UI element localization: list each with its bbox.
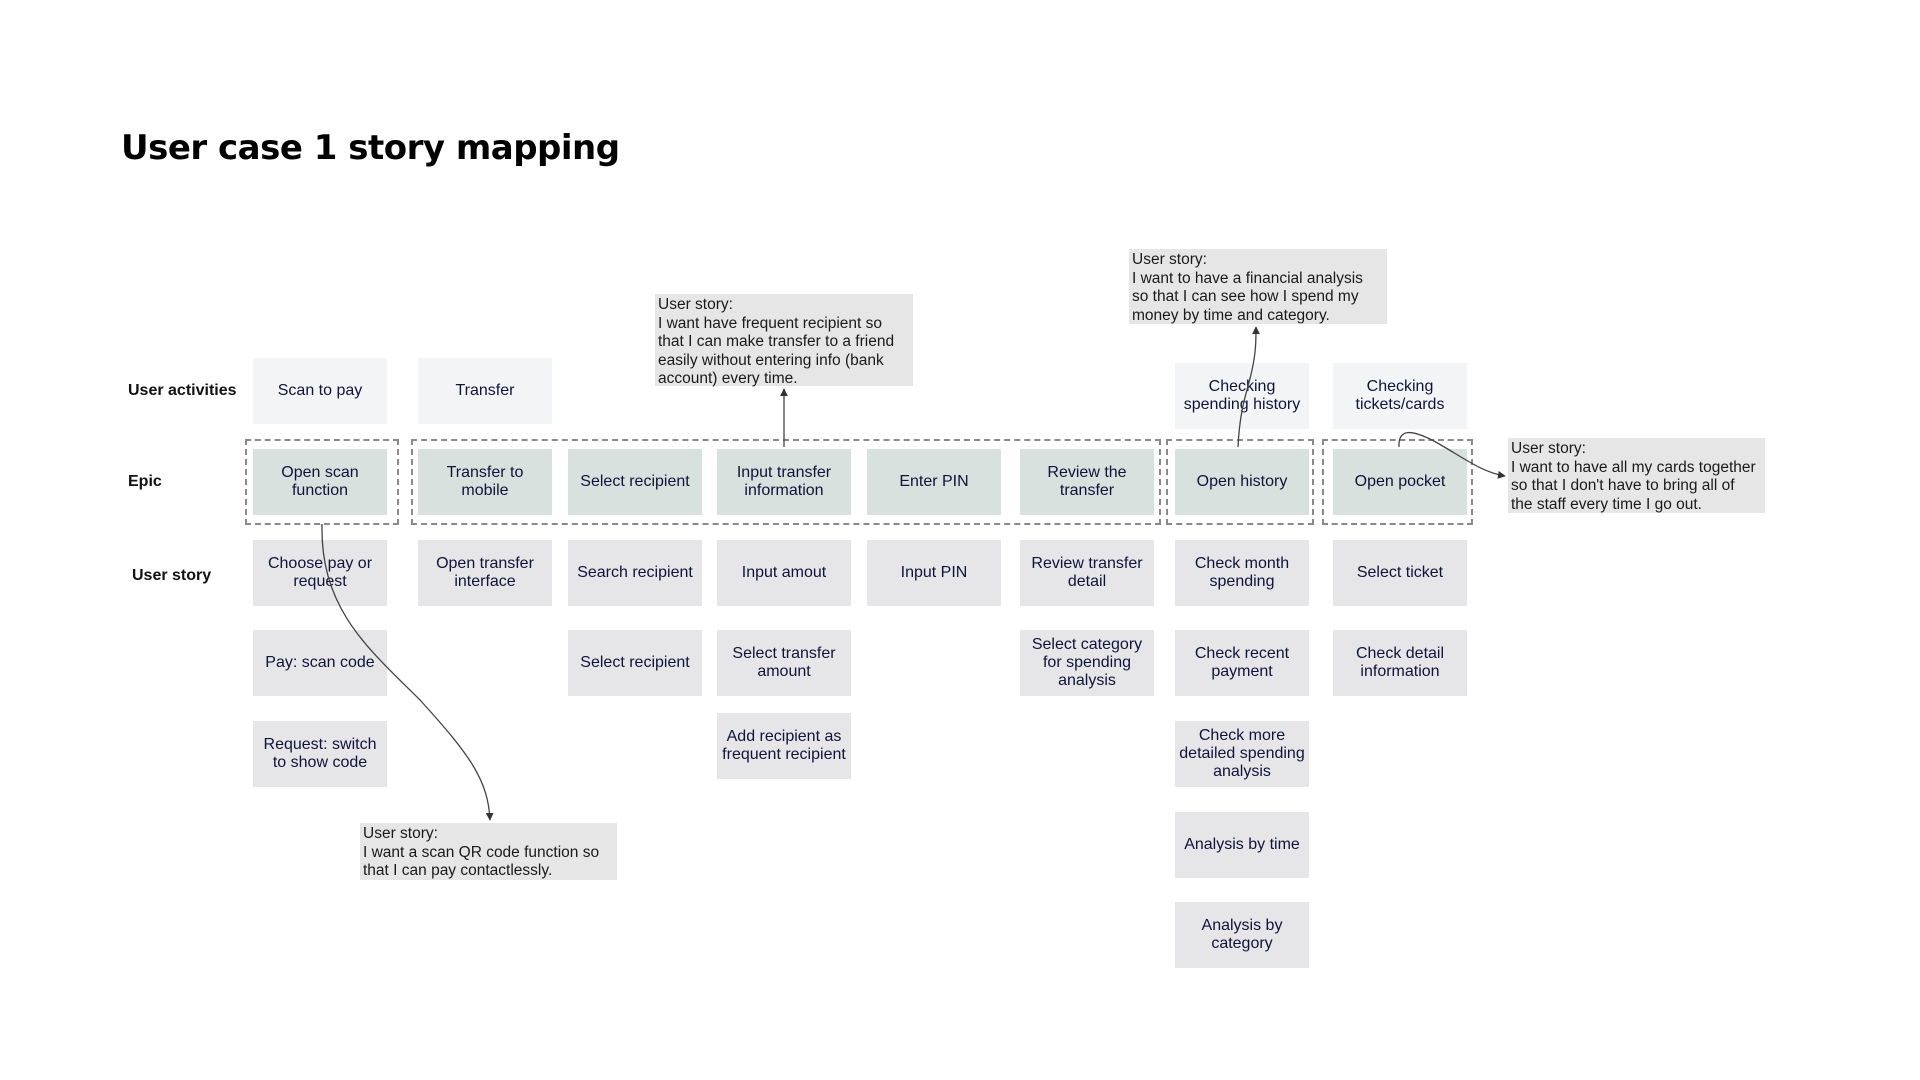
story-select-recipient[interactable]: Select recipient: [568, 630, 702, 696]
story-input-pin[interactable]: Input PIN: [867, 540, 1001, 606]
story-search-recipient[interactable]: Search recipient: [568, 540, 702, 606]
story-select-category[interactable]: Select category for spending analysis: [1020, 630, 1154, 696]
activity-checking-spending-history[interactable]: Checking spending history: [1175, 363, 1309, 429]
epic-transfer-to-mobile[interactable]: Transfer to mobile: [418, 449, 552, 515]
story-open-transfer-interface[interactable]: Open transfer interface: [418, 540, 552, 606]
story-select-ticket[interactable]: Select ticket: [1333, 540, 1467, 606]
epic-input-transfer-information[interactable]: Input transfer information: [717, 449, 851, 515]
story-check-detail-information[interactable]: Check detail information: [1333, 630, 1467, 696]
activity-checking-tickets-cards[interactable]: Checking tickets/cards: [1333, 363, 1467, 429]
row-label-epic: Epic: [128, 473, 162, 490]
note-scan-qr: User story: I want a scan QR code functi…: [360, 823, 617, 880]
epic-group-pocket: [1322, 439, 1473, 525]
story-select-transfer-amount[interactable]: Select transfer amount: [717, 630, 851, 696]
story-review-transfer-detail[interactable]: Review transfer detail: [1020, 540, 1154, 606]
epic-open-scan-function[interactable]: Open scan function: [253, 449, 387, 515]
story-analysis-by-time[interactable]: Analysis by time: [1175, 812, 1309, 878]
row-label-user-story: User story: [132, 567, 212, 584]
epic-open-pocket[interactable]: Open pocket: [1333, 449, 1467, 515]
note-financial-analysis: User story: I want to have a financial a…: [1129, 249, 1387, 324]
activity-transfer[interactable]: Transfer: [418, 358, 552, 424]
story-analysis-by-category[interactable]: Analysis by category: [1175, 902, 1309, 968]
story-check-detailed-spending-analysis[interactable]: Check more detailed spending analysis: [1175, 721, 1309, 787]
epic-open-history[interactable]: Open history: [1175, 449, 1309, 515]
story-check-month-spending[interactable]: Check month spending: [1175, 540, 1309, 606]
epic-enter-pin[interactable]: Enter PIN: [867, 449, 1001, 515]
story-input-amout[interactable]: Input amout: [717, 540, 851, 606]
story-add-frequent-recipient[interactable]: Add recipient as frequent recipient: [717, 713, 851, 779]
row-label-user-activities: User activities: [128, 382, 237, 399]
story-check-recent-payment[interactable]: Check recent payment: [1175, 630, 1309, 696]
page-title: User case 1 story mapping: [121, 128, 620, 168]
story-choose-pay-or-request[interactable]: Choose pay or request: [253, 540, 387, 606]
epic-review-the-transfer[interactable]: Review the transfer: [1020, 449, 1154, 515]
story-request-switch-to-show-code[interactable]: Request: switch to show code: [253, 721, 387, 787]
note-frequent-recipient: User story: I want have frequent recipie…: [655, 294, 913, 387]
story-pay-scan-code[interactable]: Pay: scan code: [253, 630, 387, 696]
note-cards-together: User story: I want to have all my cards …: [1508, 438, 1765, 513]
epic-group-transfer: [411, 439, 1161, 525]
activity-scan-to-pay[interactable]: Scan to pay: [253, 358, 387, 424]
epic-select-recipient[interactable]: Select recipient: [568, 449, 702, 515]
